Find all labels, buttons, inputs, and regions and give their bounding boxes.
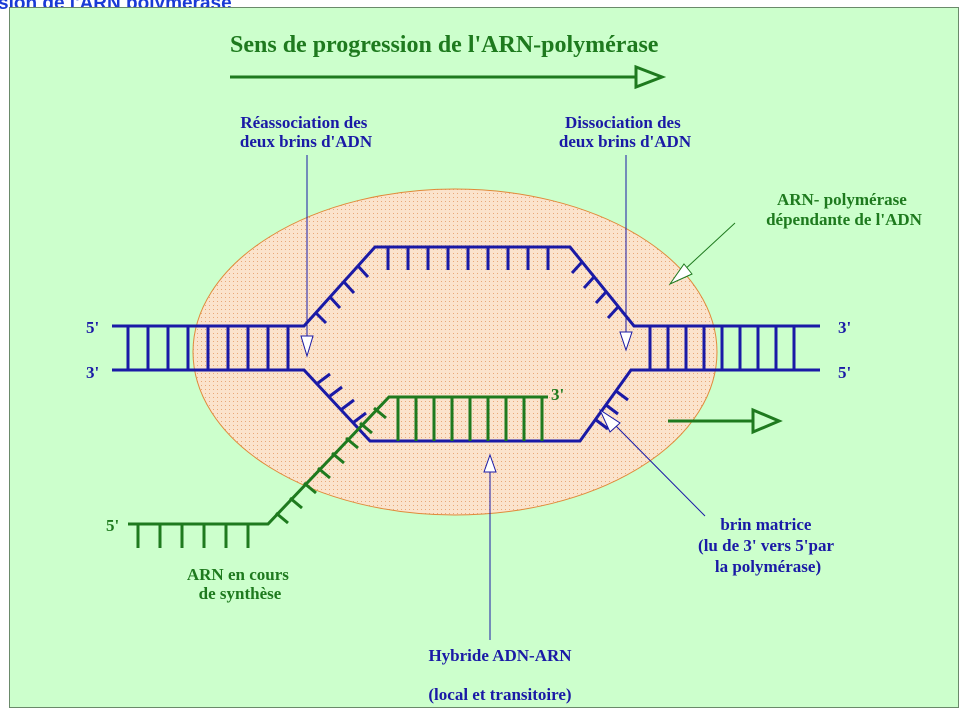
pointer-brin-matrice-icon xyxy=(598,408,706,517)
dna-right-rungs xyxy=(648,326,796,370)
dna-template-strand xyxy=(112,245,820,443)
label-polymerase-line2: dépendante de l'ADN xyxy=(766,210,923,229)
label-hybride-note: (local et transitoire) xyxy=(428,685,571,704)
label-arn-synthese-line1: ARN en cours xyxy=(187,565,289,584)
end-label-rna-3prime: 3' xyxy=(551,385,564,404)
dna-template-bases xyxy=(317,372,629,431)
direction-arrow-icon xyxy=(230,64,667,90)
label-dissociation: Dissociation des deux brins d'ADN xyxy=(559,113,692,151)
pointer-hybride-icon xyxy=(483,453,497,640)
label-polymerase: ARN- polymérase dépendante de l'ADN xyxy=(766,190,923,229)
end-label-right-top: 3' xyxy=(838,318,851,337)
dna-upper-bases xyxy=(314,247,620,325)
label-hybride: Hybride ADN-ARN xyxy=(428,646,572,665)
pointer-reassociation-icon xyxy=(300,155,314,358)
end-label-rna-5prime: 5' xyxy=(106,516,119,535)
label-arn-synthese: ARN en cours de synthèse xyxy=(187,565,293,603)
end-label-right-bottom: 5' xyxy=(838,363,851,382)
end-label-left-bottom: 3' xyxy=(86,363,99,382)
pointer-dissociation-icon xyxy=(619,155,633,352)
movement-arrow-icon xyxy=(668,407,783,435)
label-reassociation-line1: Réassociation des xyxy=(240,113,367,132)
label-polymerase-line1: ARN- polymérase xyxy=(777,190,907,209)
diagram-title: Sens de progression de l'ARN-polymérase xyxy=(230,32,659,58)
label-reassociation-line2: deux brins d'ADN xyxy=(240,132,373,151)
label-brin-matrice-line3: la polymérase) xyxy=(715,557,821,576)
pointer-polymerase-icon xyxy=(668,222,736,286)
polymerase-ellipse xyxy=(192,188,718,516)
label-dissociation-line1: Dissociation des xyxy=(565,113,681,132)
label-reassociation: Réassociation des deux brins d'ADN xyxy=(240,113,373,151)
label-arn-synthese-line2: de synthèse xyxy=(199,584,282,603)
dna-left-rungs xyxy=(126,326,290,370)
label-brin-matrice: brin matrice (lu de 3' vers 5'par la pol… xyxy=(698,515,838,576)
rna-hybrid-rungs xyxy=(396,397,544,441)
rna-free-bases xyxy=(136,406,387,548)
label-brin-matrice-line2: (lu de 3' vers 5'par xyxy=(698,536,834,555)
label-dissociation-line2: deux brins d'ADN xyxy=(559,132,692,151)
end-label-left-top: 5' xyxy=(86,318,99,337)
label-brin-matrice-line1: brin matrice xyxy=(720,515,812,534)
